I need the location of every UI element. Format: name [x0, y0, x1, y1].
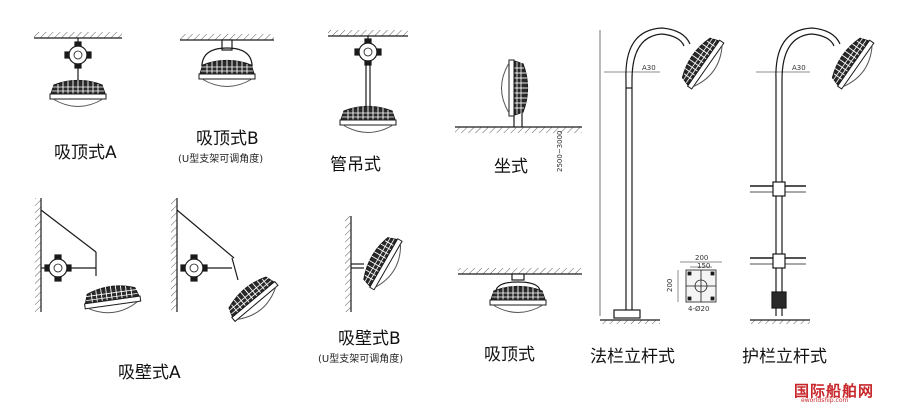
base-inner-dimension: 150: [697, 262, 711, 270]
rail-pole-figure: [750, 27, 881, 324]
arm-dimension-2: A30: [792, 64, 806, 72]
arm-dimension-1: A30: [642, 64, 656, 72]
wall-a-label: 吸壁式A: [118, 363, 181, 383]
watermark-logo: 国际船舶网: [794, 382, 875, 400]
base-height-dimension: 200: [666, 278, 674, 292]
seat-label: 坐式: [494, 157, 528, 177]
base-plate-detail: [677, 261, 722, 303]
wall-a-figure: [35, 198, 143, 317]
seat-figure: [455, 59, 582, 133]
ceiling-a-figure: [34, 32, 122, 108]
ceiling-plain-figure: [458, 268, 582, 314]
wall-a2-figure: [171, 198, 284, 328]
wall-b-label: 吸壁式B: [338, 329, 401, 349]
ceiling-plain-label: 吸顶式: [484, 345, 535, 365]
flange-pole-label: 法栏立杆式: [590, 347, 675, 367]
base-bolt-dimension: 4-Ø20: [688, 305, 710, 313]
pendant-figure: [328, 30, 408, 134]
watermark-url: eworldship.com: [801, 397, 849, 404]
base-width-dimension: 200: [695, 254, 709, 262]
ceiling-a-label: 吸顶式A: [54, 143, 117, 163]
ceiling-b-note: (U型支架可调角度): [178, 154, 264, 165]
rail-pole-label: 护栏立杆式: [742, 347, 827, 367]
wall-b-figure: [345, 216, 410, 312]
flange-pole-figure: [599, 27, 731, 324]
ceiling-b-figure: [180, 34, 274, 88]
pendant-label: 管吊式: [330, 155, 381, 175]
wall-b-note: (U型支架可调角度): [318, 354, 404, 365]
pole-height-dimension: 2500~3000: [556, 130, 564, 173]
ceiling-b-label: 吸顶式B: [196, 129, 259, 149]
